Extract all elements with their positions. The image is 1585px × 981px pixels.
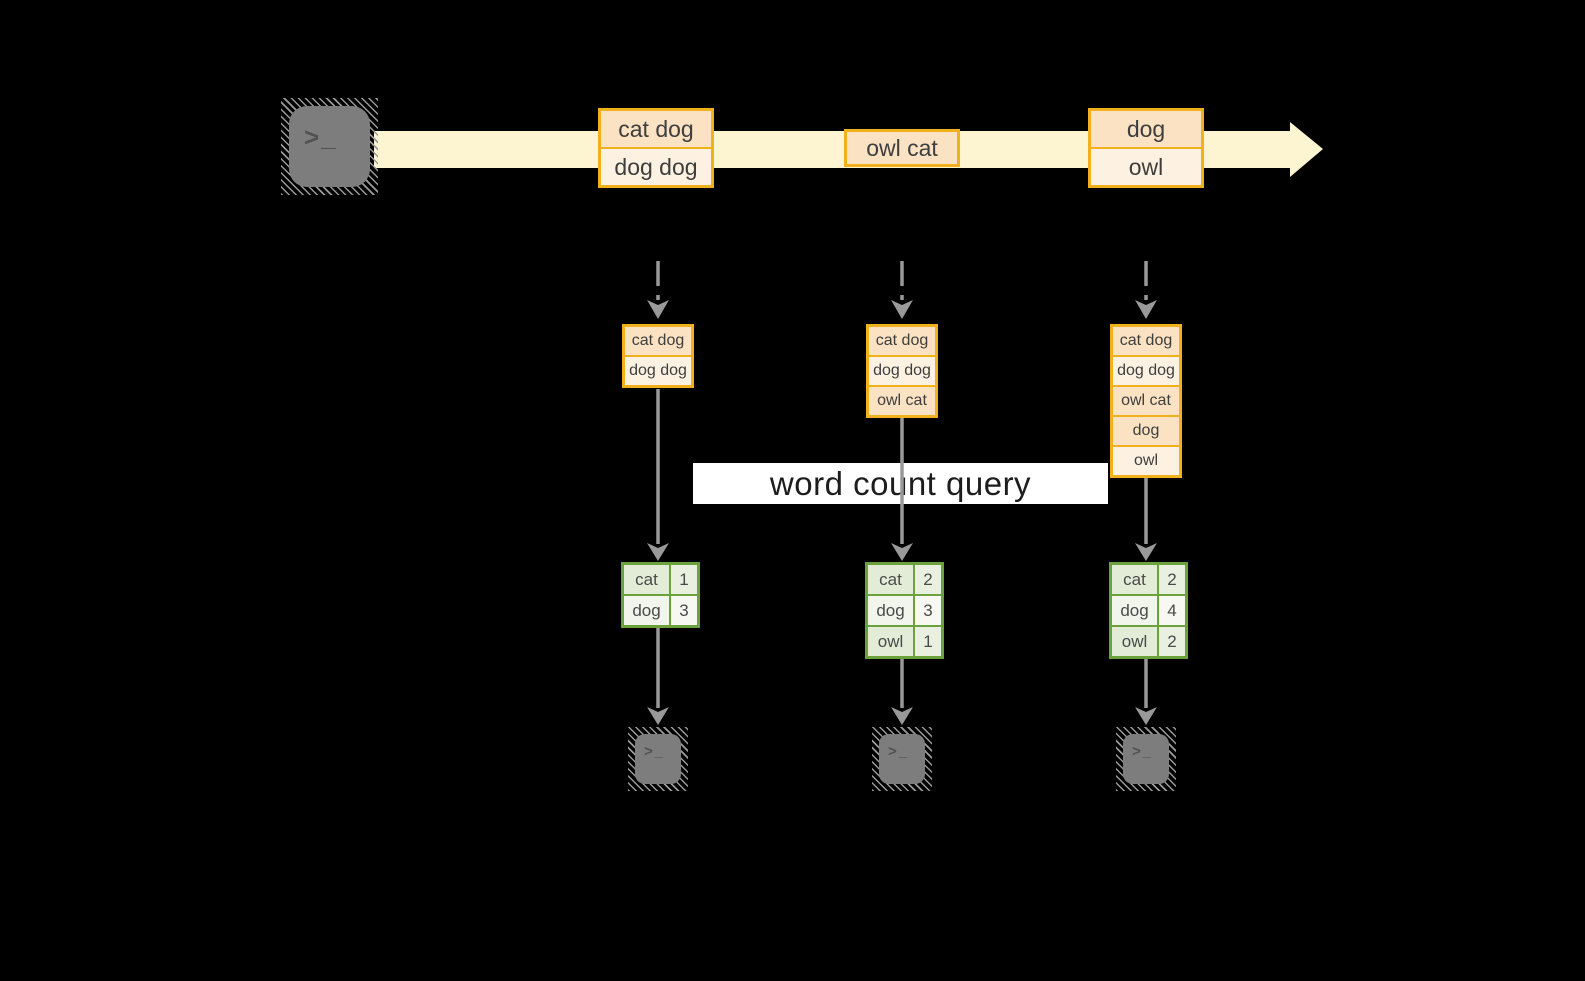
buffer-text: owl cat xyxy=(1121,392,1171,409)
dashed-arrow-task-0 xyxy=(647,261,669,319)
terminal-prompt-glyph: >_ xyxy=(644,743,666,760)
buffer-text: cat dog xyxy=(875,332,929,349)
event-buffer-stack-0: cat dog dog dog xyxy=(622,324,694,388)
count-word-cell: cat xyxy=(868,565,913,594)
stream-event-cell: owl cat xyxy=(847,132,957,164)
terminal-screen: >_ xyxy=(879,734,925,784)
buffer-cell: cat dog xyxy=(869,327,935,355)
count-word: dog xyxy=(1120,600,1149,620)
event-buffer-stack-2: cat dog dog dog owl cat dog owl xyxy=(1110,324,1182,478)
event-text: owl cat xyxy=(866,134,938,161)
terminal-prompt-glyph: >_ xyxy=(1132,743,1154,760)
count-value-cell: 1 xyxy=(915,627,941,656)
buffer-cell: owl cat xyxy=(869,387,935,415)
buffer-cell: dog xyxy=(1113,417,1179,445)
count-word: cat xyxy=(879,569,902,589)
buffer-cell: cat dog xyxy=(625,327,691,355)
arrow-stack-to-table-2 xyxy=(1135,478,1157,561)
buffer-text: dog dog xyxy=(1117,362,1175,379)
count-value-cell: 2 xyxy=(1159,627,1185,656)
arrow-stack-to-table-0 xyxy=(647,389,669,561)
event-text: dog dog xyxy=(614,153,698,180)
buffer-text: dog dog xyxy=(873,362,931,379)
buffer-text: owl xyxy=(1133,452,1158,469)
count-value-cell: 1 xyxy=(671,565,697,594)
terminal-prompt-glyph: >_ xyxy=(888,743,910,760)
stream-event-box-0: cat dog dog dog xyxy=(598,108,714,188)
consumer-terminal-icon-1: >_ xyxy=(872,727,932,791)
buffer-cell: dog dog xyxy=(1113,357,1179,385)
consumer-terminal-icon-2: >_ xyxy=(1116,727,1176,791)
count-word: cat xyxy=(1123,569,1146,589)
buffer-text: dog xyxy=(1132,422,1160,439)
count-word-cell: dog xyxy=(624,596,669,625)
count-word-cell: dog xyxy=(868,596,913,625)
stream-event-cell: dog xyxy=(1091,111,1201,147)
terminal-screen: >_ xyxy=(289,106,370,187)
buffer-cell: owl cat xyxy=(1113,387,1179,415)
arrow-stack-to-table-1 xyxy=(891,418,913,561)
count-word-cell: owl xyxy=(868,627,913,656)
arrow-table-to-terminal-1 xyxy=(891,659,913,725)
arrow-table-to-terminal-0 xyxy=(647,628,669,725)
count-word: cat xyxy=(635,569,658,589)
count-value-cell: 3 xyxy=(671,596,697,625)
dashed-arrow-task-1 xyxy=(891,261,913,319)
stream-event-cell: dog dog xyxy=(601,149,711,185)
word-count-table-2: cat 2 dog 4 owl 2 xyxy=(1109,562,1188,659)
terminal-screen: >_ xyxy=(635,734,681,784)
event-text: cat dog xyxy=(618,115,694,142)
terminal-prompt-glyph: >_ xyxy=(304,122,338,152)
buffer-cell: dog dog xyxy=(625,357,691,385)
count-word-cell: owl xyxy=(1112,627,1157,656)
count-value: 2 xyxy=(1167,569,1177,589)
count-value: 3 xyxy=(923,600,933,620)
count-word: owl xyxy=(1121,631,1148,651)
query-band-label: word count query xyxy=(769,464,1032,502)
stream-event-cell: owl xyxy=(1091,149,1201,185)
count-value-cell: 2 xyxy=(915,565,941,594)
buffer-cell: dog dog xyxy=(869,357,935,385)
event-buffer-stack-1: cat dog dog dog owl cat xyxy=(866,324,938,418)
terminal-screen: >_ xyxy=(1123,734,1169,784)
buffer-text: cat dog xyxy=(1119,332,1173,349)
buffer-cell: cat dog xyxy=(1113,327,1179,355)
word-count-table-0: cat 1 dog 3 xyxy=(621,562,700,628)
count-word-cell: dog xyxy=(1112,596,1157,625)
count-value-cell: 3 xyxy=(915,596,941,625)
buffer-text: cat dog xyxy=(631,332,685,349)
count-value: 4 xyxy=(1167,600,1177,620)
count-word: dog xyxy=(876,600,905,620)
count-value: 1 xyxy=(923,631,933,651)
count-word-cell: cat xyxy=(624,565,669,594)
count-value: 2 xyxy=(923,569,933,589)
buffer-text: owl cat xyxy=(877,392,927,409)
buffer-cell: owl xyxy=(1113,447,1179,475)
count-word: dog xyxy=(632,600,661,620)
count-value: 3 xyxy=(679,600,689,620)
count-value-cell: 2 xyxy=(1159,565,1185,594)
consumer-terminal-icon-0: >_ xyxy=(628,727,688,791)
buffer-text: dog dog xyxy=(629,362,687,379)
event-text: dog xyxy=(1126,115,1166,142)
word-count-table-1: cat 2 dog 3 owl 1 xyxy=(865,562,944,659)
count-value: 1 xyxy=(679,569,689,589)
count-word: owl xyxy=(877,631,904,651)
event-text: owl xyxy=(1128,153,1164,180)
count-value: 2 xyxy=(1167,631,1177,651)
dashed-arrow-task-2 xyxy=(1135,261,1157,319)
arrow-table-to-terminal-2 xyxy=(1135,659,1157,725)
stream-event-box-1: owl cat xyxy=(844,129,960,167)
stream-event-box-2: dog owl xyxy=(1088,108,1204,188)
count-value-cell: 4 xyxy=(1159,596,1185,625)
stream-event-cell: cat dog xyxy=(601,111,711,147)
count-word-cell: cat xyxy=(1112,565,1157,594)
stream-source-terminal-icon: >_ xyxy=(281,98,378,195)
